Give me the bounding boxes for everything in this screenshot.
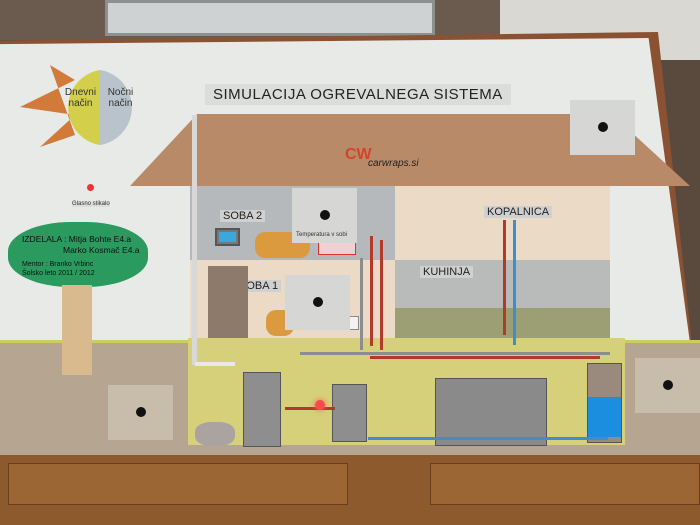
room-label-soba-2: SOBA 2 (220, 210, 266, 222)
pipe-chimney (195, 362, 235, 366)
drawer-left[interactable] (8, 463, 348, 505)
tv-icon (215, 228, 240, 246)
credits-made-by: IZDELALA : Mitja Bohte E4.a (22, 234, 132, 244)
wall-grid-panel (105, 0, 435, 36)
led-indicator (87, 184, 94, 191)
thermostat-ground[interactable] (108, 385, 173, 440)
credits-made-by-2: Marko Kosmač E4.a (63, 245, 140, 255)
pipe-return-vertical (360, 258, 363, 350)
room-kopalnica (395, 186, 610, 260)
credits-year: Šolsko leto 2011 / 2012 (22, 270, 95, 277)
credits-mentor: Mentor : Branko Vrbinc (22, 261, 94, 268)
wood-pile-icon (195, 422, 235, 446)
switch-label[interactable]: Glasno stikalo (72, 201, 110, 207)
thermostat-soba-1[interactable] (285, 275, 350, 330)
pipe-bathroom-cold (513, 220, 516, 345)
thermostat-soba-2[interactable] (292, 188, 357, 243)
pipe-boiler-link (285, 407, 335, 410)
wood-boiler (243, 372, 281, 447)
room-label-kuhinja: KUHINJA (420, 266, 474, 278)
pump-led (315, 400, 325, 410)
pipe-cold (368, 437, 608, 440)
water-heater (587, 363, 622, 443)
bookshelf-icon (208, 266, 248, 338)
credits-cloud: IZDELALA : Mitja Bohte E4.a Marko Kosmač… (8, 222, 148, 287)
gauge-label: Temperatura v sobi (296, 232, 348, 238)
tree-trunk (62, 285, 92, 375)
day-night-switch[interactable]: Dnevni način Nočni način (20, 65, 133, 147)
drawer-right[interactable] (430, 463, 700, 505)
sun-icon (20, 65, 132, 147)
pipe-bathroom-hot (503, 220, 506, 335)
pipe-hot (370, 356, 600, 359)
day-mode-label: Dnevni način (64, 87, 97, 109)
pipe-hot-vertical-2 (380, 240, 383, 350)
thermostat-outdoor[interactable] (570, 100, 635, 155)
pipe-hot-vertical (370, 236, 373, 346)
page-title: SIMULACIJA OGREVALNEGA SISTEMA (205, 84, 511, 105)
storage-tank (435, 378, 547, 446)
logo-text: carwraps.si (368, 158, 419, 169)
night-mode-label: Nočni način (107, 87, 134, 109)
chimney-pipe (192, 115, 197, 365)
pipe-return (300, 352, 610, 355)
room-label-kopalnica: KOPALNICA (484, 206, 553, 218)
kitchen-counter (395, 308, 610, 338)
logo-mark: CW (345, 146, 372, 163)
thermostat-right[interactable] (635, 358, 700, 413)
gas-boiler (332, 384, 367, 442)
